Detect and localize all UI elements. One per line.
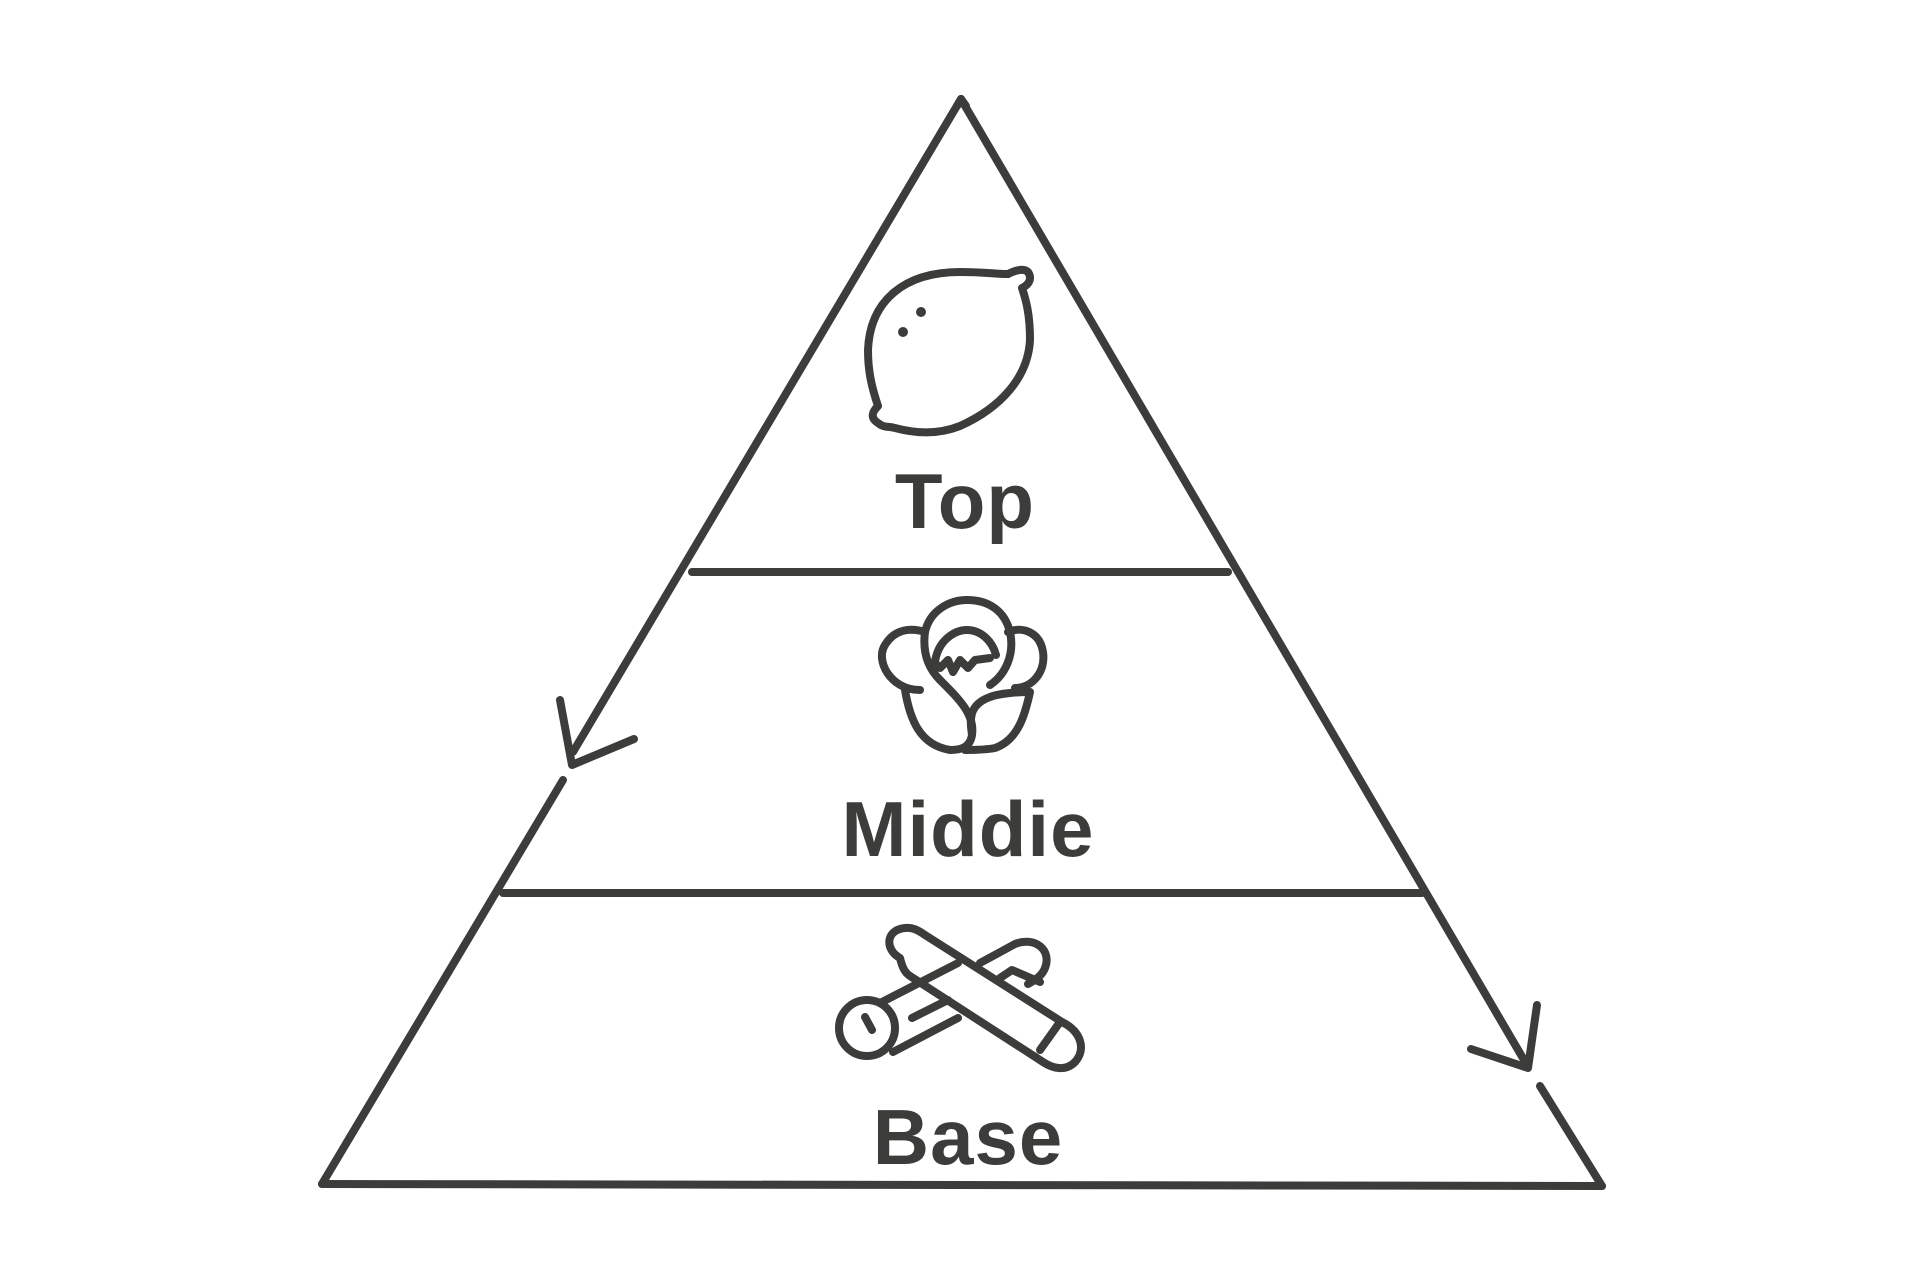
pyramid-outline [318, 95, 1606, 1190]
arrow-down-right-icon [1467, 1001, 1541, 1072]
lemon-icon [864, 265, 1034, 437]
tier-label-top: Top [894, 457, 1036, 545]
arrow-down-left-icon [556, 696, 638, 769]
tier-label-middle: Middie [841, 785, 1095, 873]
tier-label-base: Base [872, 1093, 1064, 1181]
cabbage-icon [877, 596, 1048, 754]
logs-icon [835, 923, 1085, 1072]
